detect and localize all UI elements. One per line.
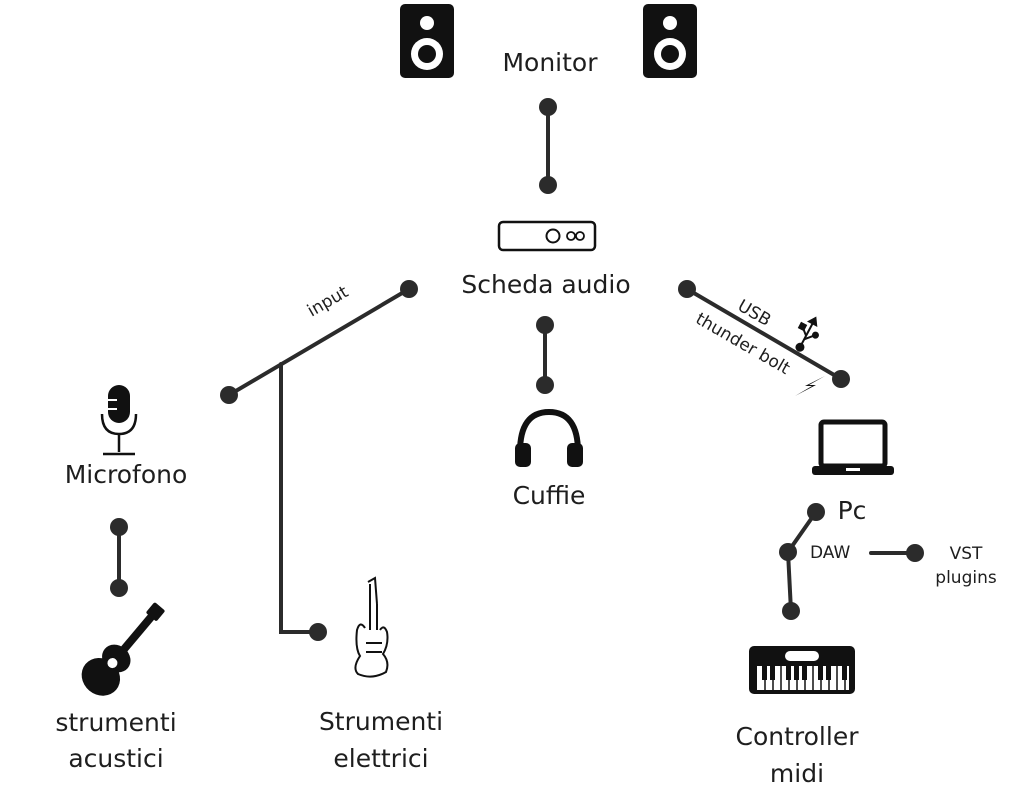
edge-dot xyxy=(110,518,128,536)
edge-dot xyxy=(807,503,825,521)
label-strumenti-elettrici: Strumenti elettrici xyxy=(319,703,443,777)
label-line: midi xyxy=(769,759,825,788)
label-line: acustici xyxy=(68,744,164,773)
connectors xyxy=(110,98,924,641)
label-line: Strumenti xyxy=(318,707,444,736)
edge-usb-pc xyxy=(685,287,843,381)
edge-dot xyxy=(782,602,800,620)
edge-dot xyxy=(678,280,696,298)
label-scheda-audio: Scheda audio xyxy=(461,270,631,299)
headphones-icon xyxy=(515,408,583,467)
label-line: Controller xyxy=(735,722,859,751)
laptop-icon xyxy=(812,419,894,475)
label-pc: Pc xyxy=(837,496,867,525)
usb-icon xyxy=(795,316,819,352)
label-line: elettrici xyxy=(333,744,429,773)
label-line: VST xyxy=(949,544,983,564)
edge-label-daw: DAW xyxy=(810,543,851,563)
speaker-icon xyxy=(643,4,697,78)
edge-dot xyxy=(832,370,850,388)
label-monitor: Monitor xyxy=(502,48,598,77)
acoustic-guitar-icon xyxy=(81,602,165,696)
edge-dot xyxy=(400,280,418,298)
edge-dot xyxy=(779,543,797,561)
edge-dot xyxy=(539,98,557,116)
label-cuffie: Cuffie xyxy=(512,481,586,510)
audio-interface-icon xyxy=(497,220,597,252)
speaker-icon xyxy=(400,4,454,78)
midi-keyboard-icon xyxy=(749,646,855,694)
label-controller-midi: Controller midi xyxy=(736,718,859,792)
edge-input xyxy=(227,287,411,397)
microphone-icon xyxy=(100,385,138,456)
electric-guitar-icon xyxy=(354,576,389,678)
edge-dot xyxy=(309,623,327,641)
edge-dot xyxy=(536,376,554,394)
label-line: plugins xyxy=(935,568,997,588)
edge-dot xyxy=(110,579,128,597)
label-microfono: Microfono xyxy=(64,460,188,489)
label-line: strumenti xyxy=(55,708,177,737)
edge-dot xyxy=(536,316,554,334)
edge-dot xyxy=(539,176,557,194)
label-vst-plugins: VST plugins xyxy=(935,542,996,590)
edge-dot xyxy=(906,544,924,562)
edge-dot xyxy=(220,386,238,404)
edge-input-electric xyxy=(279,362,320,634)
label-strumenti-acustici: strumenti acustici xyxy=(55,705,176,777)
lightning-icon xyxy=(795,376,825,396)
